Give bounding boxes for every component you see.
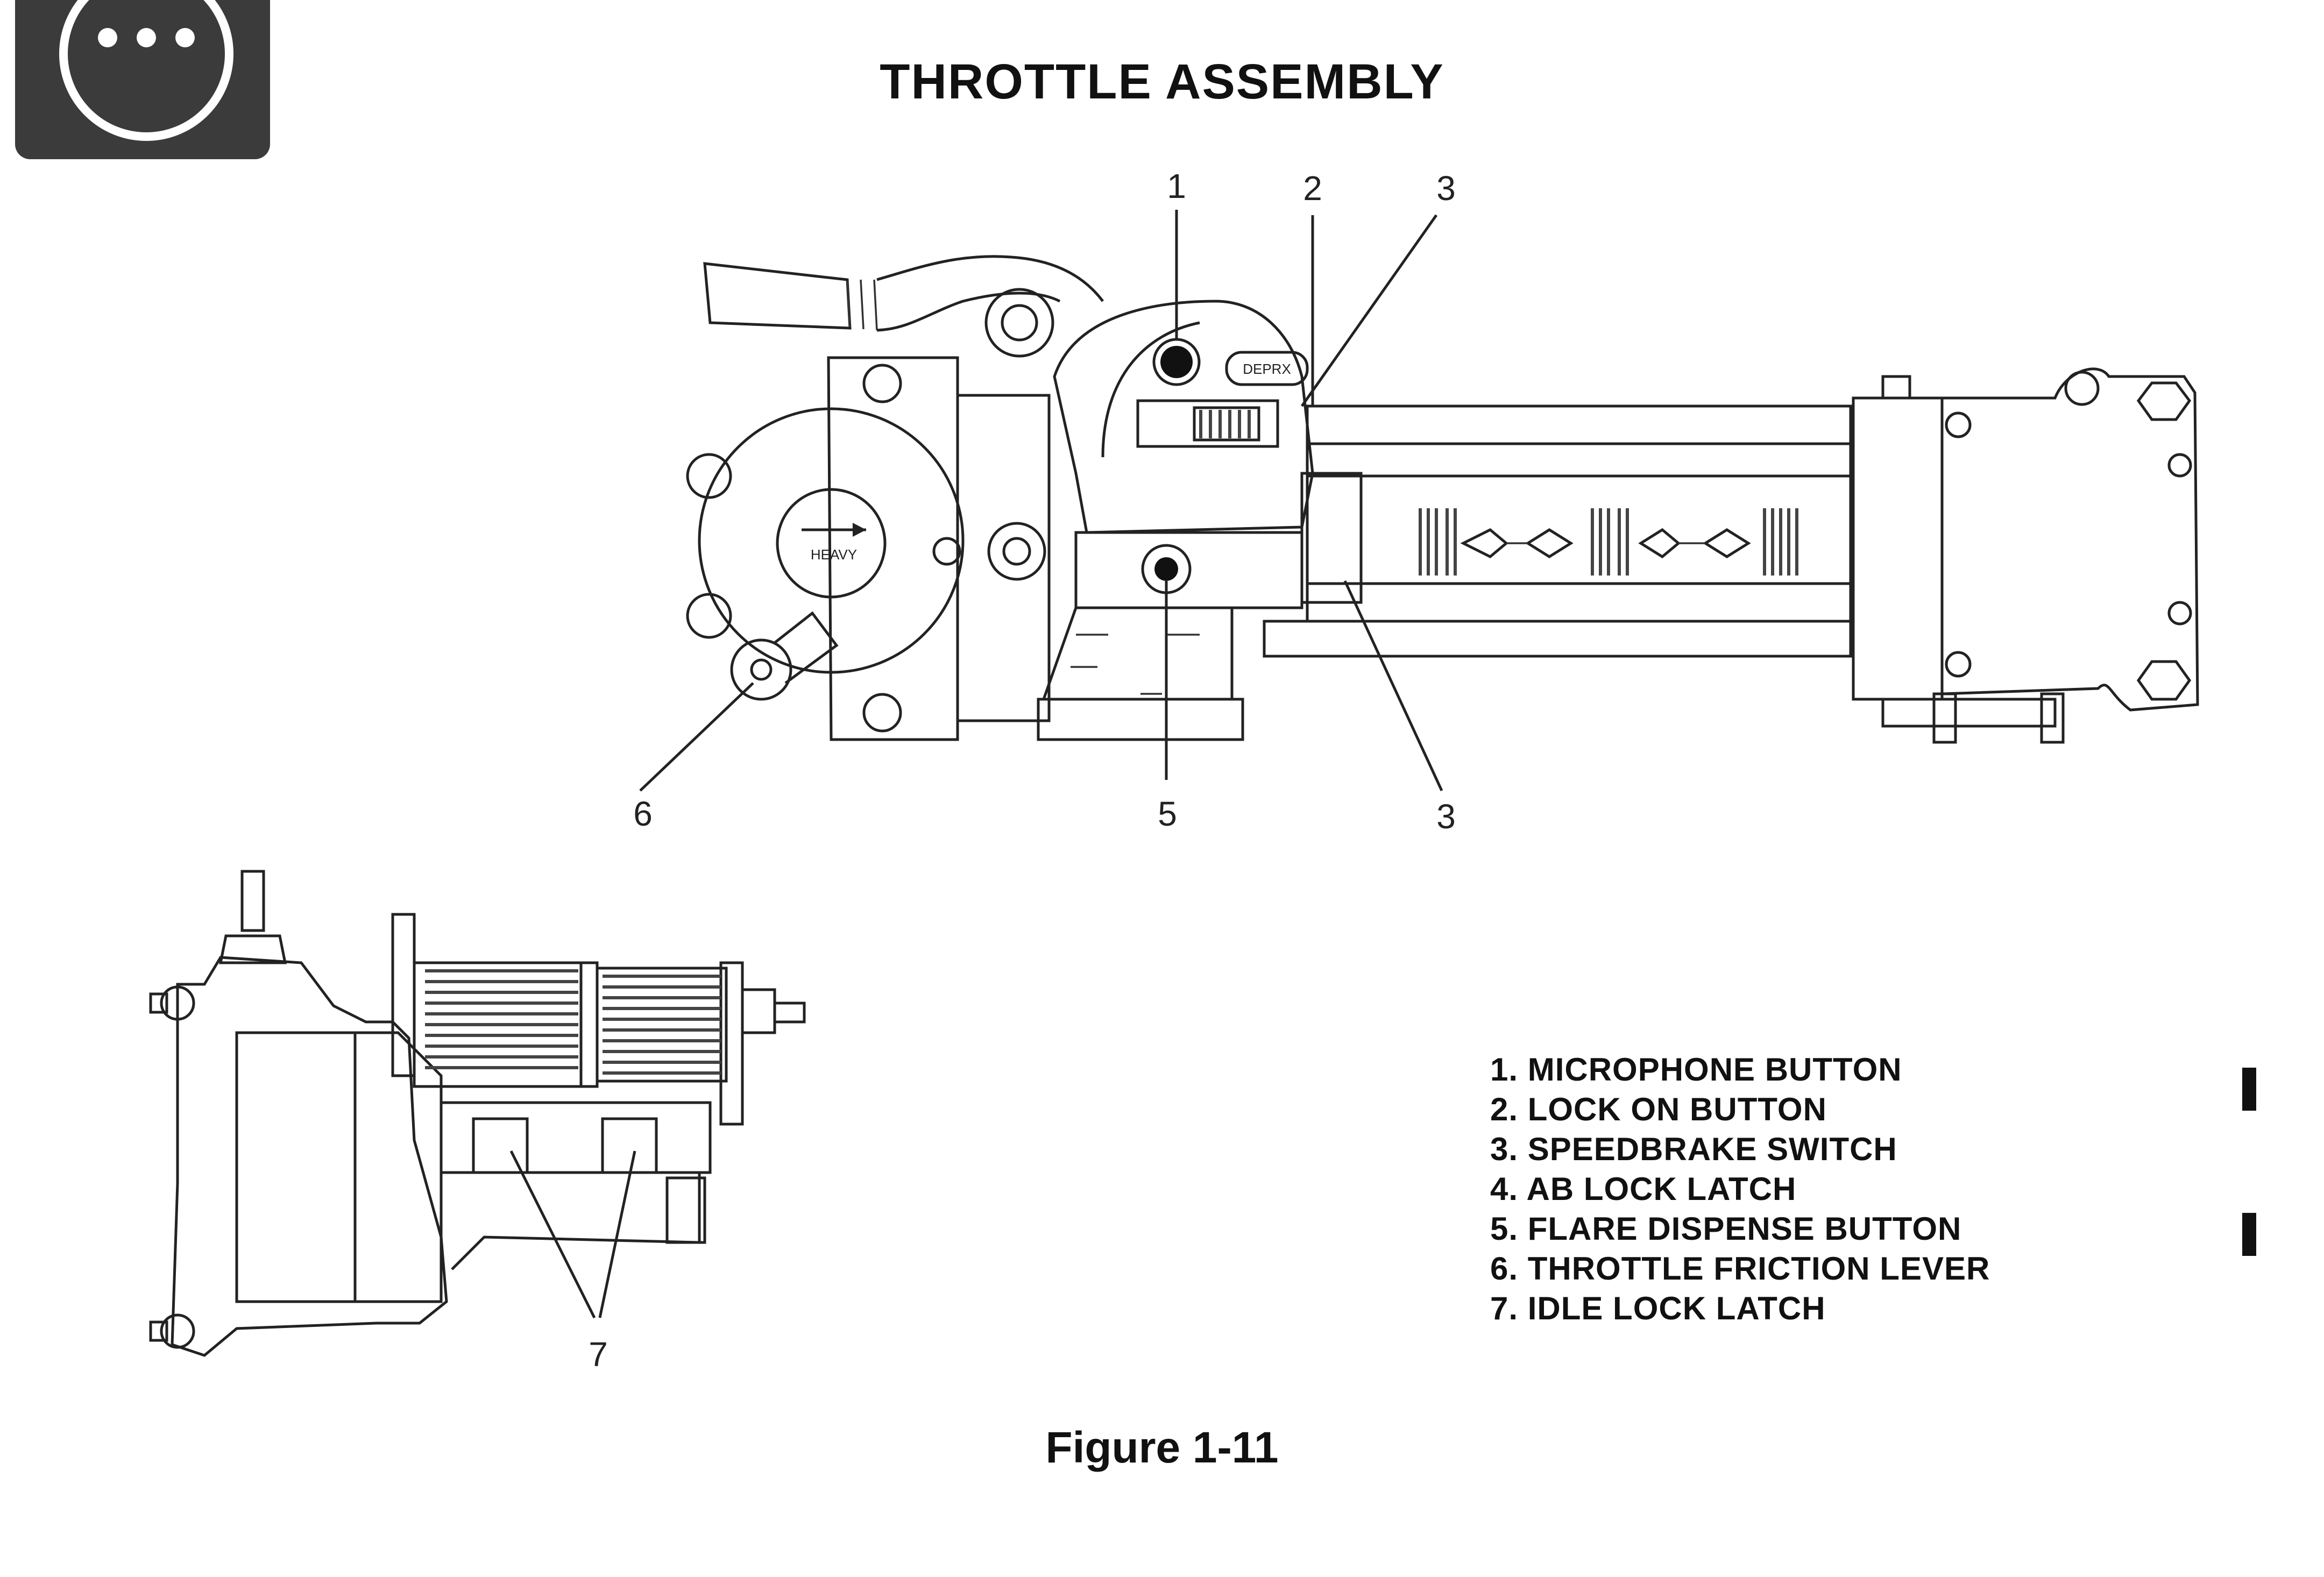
callout-5: 5	[1158, 794, 1177, 833]
parts-legend: 1. MICROPHONE BUTTON 2. LOCK ON BUTTON 3…	[1490, 1050, 1990, 1329]
switch-label: DEPRX	[1243, 361, 1291, 377]
legend-item: 4. AB LOCK LATCH	[1490, 1171, 1797, 1207]
change-bar	[2242, 1213, 2256, 1256]
more-options-button[interactable]	[15, 0, 270, 159]
throttle-side-view	[149, 870, 806, 1357]
legend-item: 5. FLARE DISPENSE BUTTON	[1490, 1211, 1962, 1247]
callout-6: 6	[633, 794, 653, 833]
legend-item: 6. THROTTLE FRICTION LEVER	[1490, 1251, 1990, 1287]
legend-item: 2. LOCK ON BUTTON	[1490, 1091, 1827, 1127]
legend-item: 1. MICROPHONE BUTTON	[1490, 1052, 1902, 1088]
legend-item: 3. SPEEDBRAKE SWITCH	[1490, 1131, 1897, 1167]
callout-3-bottom: 3	[1436, 797, 1456, 836]
callout-1: 1	[1167, 167, 1186, 205]
callout-2: 2	[1303, 169, 1322, 208]
change-bar	[2242, 1068, 2256, 1111]
diagram-title: THROTTLE ASSEMBLY	[880, 54, 1444, 109]
figure-caption: Figure 1-11	[1045, 1423, 1279, 1472]
legend-item: 7. IDLE LOCK LATCH	[1490, 1290, 1826, 1326]
callout-3-top: 3	[1436, 169, 1456, 208]
dial-label: HEAVY	[811, 546, 857, 563]
callout-7: 7	[589, 1335, 608, 1374]
throttle-top-view: HEAVY DEPRX	[639, 210, 2199, 792]
